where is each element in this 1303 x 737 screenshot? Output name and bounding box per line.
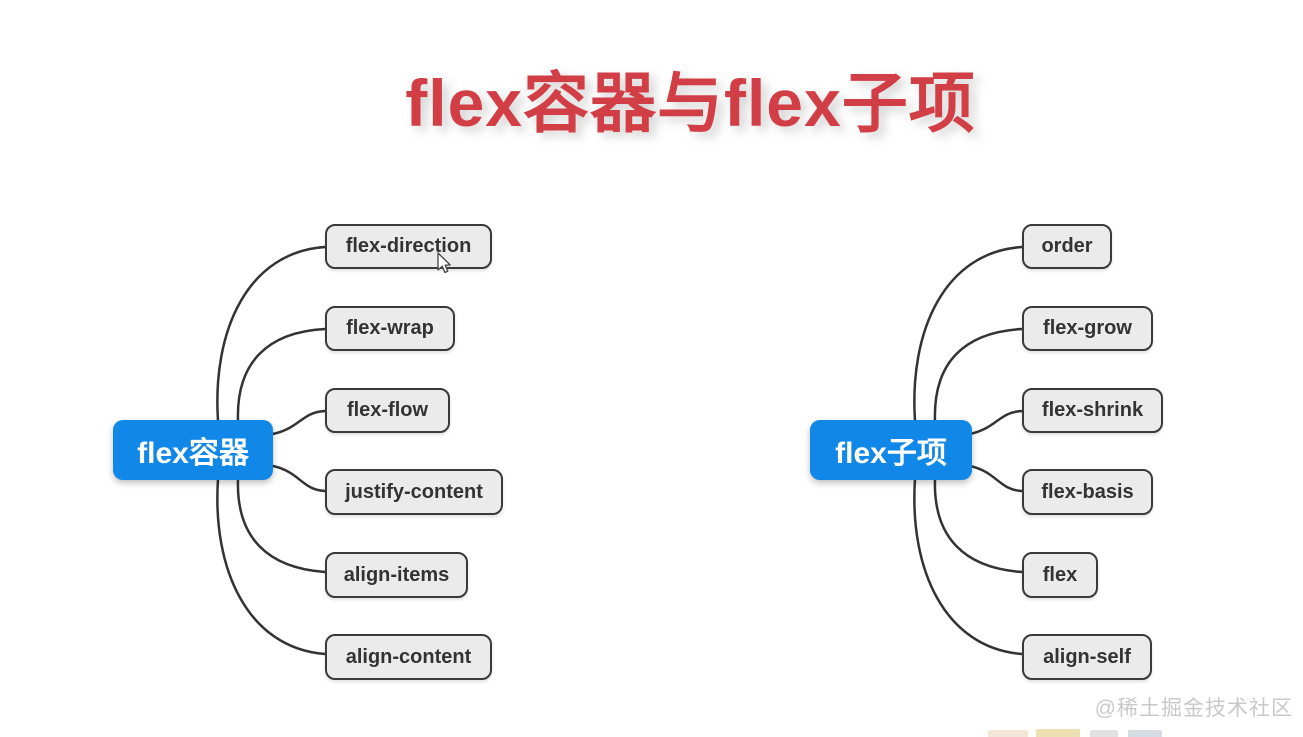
connector-line <box>968 464 1024 493</box>
node-flex-item[interactable]: flex子项 <box>810 420 972 480</box>
connector-line <box>913 245 1024 423</box>
cropped-caption-fragment <box>1090 730 1118 737</box>
node-flex-grow[interactable]: flex-grow <box>1022 306 1153 351</box>
node-order[interactable]: order <box>1022 224 1112 269</box>
node-flex[interactable]: flex <box>1022 552 1098 598</box>
node-flex-container[interactable]: flex容器 <box>113 420 273 480</box>
node-flex-direction[interactable]: flex-direction <box>325 224 492 269</box>
connector-line <box>236 327 327 423</box>
node-justify-content[interactable]: justify-content <box>325 469 503 515</box>
cropped-caption-fragment <box>1036 729 1080 737</box>
node-align-content[interactable]: align-content <box>325 634 492 680</box>
connector-line <box>236 477 327 574</box>
watermark: @稀土掘金技术社区 <box>1094 697 1293 720</box>
connector-line <box>933 477 1024 574</box>
page-title: flex容器与flex子项 <box>405 66 976 140</box>
node-flex-wrap[interactable]: flex-wrap <box>325 306 455 351</box>
connector-line <box>271 464 327 493</box>
cropped-caption-fragment <box>988 730 1028 737</box>
mouse-cursor-icon <box>437 252 451 274</box>
node-align-self[interactable]: align-self <box>1022 634 1152 680</box>
connector-line <box>968 409 1024 436</box>
node-align-items[interactable]: align-items <box>325 552 468 598</box>
node-flex-flow[interactable]: flex-flow <box>325 388 450 433</box>
cropped-caption-fragment <box>1128 730 1162 737</box>
connector-line <box>216 477 327 656</box>
connector-line <box>216 245 327 423</box>
connector-line <box>913 477 1024 656</box>
node-flex-basis[interactable]: flex-basis <box>1022 469 1153 515</box>
node-flex-shrink[interactable]: flex-shrink <box>1022 388 1163 433</box>
connector-line <box>271 409 327 436</box>
connector-line <box>933 327 1024 423</box>
